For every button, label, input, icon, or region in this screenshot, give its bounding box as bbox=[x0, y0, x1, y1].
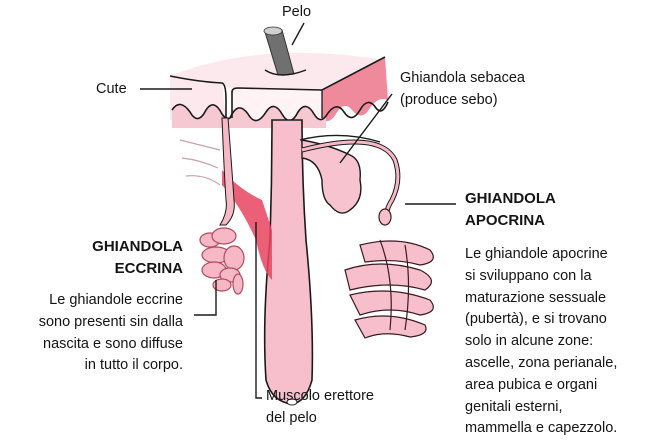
eccrine-gland-coil bbox=[199, 227, 245, 295]
label-muscolo-erettore: Muscolo erettore bbox=[266, 388, 374, 404]
eccrina-title-line2: ECCRINA bbox=[114, 260, 183, 277]
eccrina-desc-line: nascita e sono diffuse bbox=[43, 335, 183, 352]
label-del-pelo: del pelo bbox=[266, 410, 317, 426]
apocrina-description: Le ghiandole apocrine si sviluppano con … bbox=[465, 244, 617, 440]
label-produce-sebo: (produce sebo) bbox=[400, 92, 498, 108]
apocrina-desc-line: area pubica e organi bbox=[465, 376, 598, 393]
apocrina-desc-line: si sviluppano con la bbox=[465, 267, 592, 284]
arrector-muscle bbox=[222, 170, 272, 280]
apocrina-desc-line: Le ghiandole apocrine bbox=[465, 246, 608, 262]
label-ghiandola-sebacea: Ghiandola sebacea bbox=[400, 70, 525, 86]
apocrina-desc-line: (pubertà), e si trovano bbox=[465, 311, 607, 328]
eccrina-description: Le ghiandole eccrine sono presenti sin d… bbox=[39, 290, 183, 377]
sebaceous-gland bbox=[299, 134, 381, 214]
eccrina-title-line1: GHIANDOLA bbox=[92, 238, 183, 255]
eccrine-duct bbox=[179, 117, 235, 226]
apocrina-desc-line: mammella e capezzolo. bbox=[465, 420, 618, 437]
apocrine-gland-coil bbox=[344, 208, 434, 339]
apocrina-title-line2: APOCRINA bbox=[465, 212, 546, 229]
apocrina-desc-line: solo in alcune zone: bbox=[465, 333, 594, 350]
eccrina-desc-line: sono presenti sin dalla bbox=[38, 313, 183, 330]
skin-block bbox=[169, 52, 389, 128]
hair-shaft bbox=[263, 26, 307, 76]
apocrina-desc-line: maturazione sessuale bbox=[465, 289, 607, 306]
apocrina-title-line1: GHIANDOLA bbox=[465, 190, 556, 207]
label-pelo: Pelo bbox=[282, 4, 312, 20]
apocrina-desc-line: ascelle, zona perianale, bbox=[465, 354, 618, 371]
leader-lines bbox=[140, 22, 456, 399]
apocrina-desc-line: genitali esterni, bbox=[465, 398, 563, 415]
label-cute: Cute bbox=[96, 81, 127, 97]
eccrina-desc-line: in tutto il corpo. bbox=[84, 357, 183, 374]
eccrina-desc-line: Le ghiandole eccrine bbox=[49, 292, 183, 308]
